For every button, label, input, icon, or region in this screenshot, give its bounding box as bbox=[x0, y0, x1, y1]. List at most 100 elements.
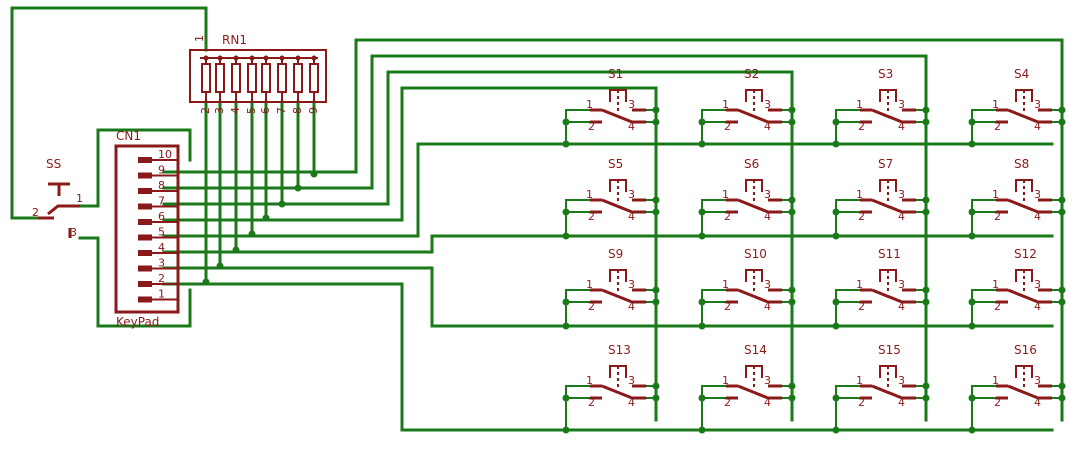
switch-pin-1-label: 1 bbox=[856, 98, 863, 111]
switch-name: S1 bbox=[608, 67, 623, 81]
junction-dot bbox=[832, 298, 840, 306]
switch-pin-4-label: 4 bbox=[764, 120, 771, 133]
switch-pin-4-label: 4 bbox=[1034, 210, 1041, 223]
junction-dot bbox=[310, 170, 318, 178]
switch-blade bbox=[871, 288, 903, 304]
junction-dot bbox=[922, 394, 930, 402]
ss-pin1-label: 1 bbox=[76, 192, 83, 205]
switch-row-stub bbox=[971, 199, 996, 236]
switch-pin-4-label: 4 bbox=[898, 120, 905, 133]
cn1-pin-pad bbox=[138, 172, 152, 179]
junction-dot bbox=[922, 118, 930, 126]
junction-dot bbox=[832, 232, 840, 240]
junction-dot bbox=[1058, 394, 1066, 402]
junctions bbox=[202, 106, 1066, 434]
rn1-pin-label: 8 bbox=[291, 107, 304, 114]
cn1-pin-pad bbox=[138, 234, 152, 241]
switch-pin-2-label: 2 bbox=[588, 120, 595, 133]
ss-pin2-label: 2 bbox=[32, 206, 39, 219]
wire-col-3 bbox=[162, 70, 794, 422]
rn1-pin-label: 2 bbox=[199, 107, 212, 114]
junction-dot bbox=[788, 208, 796, 216]
switch-blade bbox=[1007, 108, 1039, 124]
wire-col-2 bbox=[162, 54, 928, 422]
switch-pin-3-label: 3 bbox=[628, 278, 635, 291]
junction-dot bbox=[968, 298, 976, 306]
switch-row-stub bbox=[971, 109, 996, 144]
rn1-body bbox=[189, 49, 327, 103]
cn1-pin-pad bbox=[138, 203, 152, 210]
switch-pin-3-label: 3 bbox=[1034, 98, 1041, 111]
junction-dot bbox=[294, 184, 302, 192]
rn1-name: RN1 bbox=[222, 33, 247, 47]
rn1-resistor bbox=[309, 63, 319, 93]
rn1-bus-dot bbox=[311, 55, 317, 61]
junction-dot bbox=[922, 196, 930, 204]
rn1-resistor bbox=[261, 63, 271, 93]
cn1-pin-label: 8 bbox=[158, 179, 165, 192]
switch-blade bbox=[601, 288, 633, 304]
switch-pin-1-label: 1 bbox=[856, 374, 863, 387]
junction-dot bbox=[968, 140, 976, 148]
cn1-pin-pad bbox=[138, 265, 152, 272]
junction-dot bbox=[698, 140, 706, 148]
switch-pin-3-label: 3 bbox=[764, 374, 771, 387]
switch-name: S9 bbox=[608, 247, 623, 261]
junction-dot bbox=[652, 118, 660, 126]
switch-name: S15 bbox=[878, 343, 901, 357]
junction-dot bbox=[968, 426, 976, 434]
switch-blade bbox=[1007, 384, 1039, 400]
cn1-pin-label: 2 bbox=[158, 272, 165, 285]
junction-dot bbox=[562, 322, 570, 330]
switch-name: S12 bbox=[1014, 247, 1037, 261]
switch-pin-4-label: 4 bbox=[898, 210, 905, 223]
select-switch-ss: SS 1 2 3 bbox=[32, 157, 83, 239]
junction-dot bbox=[1058, 208, 1066, 216]
switch-name: S8 bbox=[1014, 157, 1029, 171]
switch-pin-4-label: 4 bbox=[898, 300, 905, 313]
junction-dot bbox=[968, 322, 976, 330]
cn1-pin-pad bbox=[138, 219, 152, 225]
switch-pin-2-label: 2 bbox=[588, 210, 595, 223]
switch-blade bbox=[601, 384, 633, 400]
switch-pin-1-label: 1 bbox=[992, 374, 999, 387]
switch-pin-3-label: 3 bbox=[898, 278, 905, 291]
junction-dot bbox=[922, 286, 930, 294]
switch-blade bbox=[737, 384, 769, 400]
switch-pin-1-label: 1 bbox=[586, 278, 593, 291]
switch-pin-3-label: 3 bbox=[898, 374, 905, 387]
wire-ss-to-rn1-common bbox=[10, 6, 208, 220]
switch-pin-2-label: 2 bbox=[858, 120, 865, 133]
switch-blade bbox=[1007, 198, 1039, 214]
switch-pin-2-label: 2 bbox=[994, 120, 1001, 133]
switch-pin-1-label: 1 bbox=[722, 188, 729, 201]
switch-pin-3-label: 3 bbox=[628, 188, 635, 201]
ss-pin3-label: 3 bbox=[70, 226, 77, 239]
switch-pin-1-label: 1 bbox=[992, 278, 999, 291]
junction-dot bbox=[278, 200, 286, 208]
wire-ss-pin3 bbox=[78, 236, 192, 328]
switch-pin-2-label: 2 bbox=[724, 210, 731, 223]
junction-dot bbox=[832, 140, 840, 148]
junction-dot bbox=[1058, 382, 1066, 390]
switch-pin-3-label: 3 bbox=[764, 278, 771, 291]
switch-pin-2-label: 2 bbox=[724, 300, 731, 313]
switch-pin-4-label: 4 bbox=[764, 396, 771, 409]
junction-dot bbox=[788, 106, 796, 114]
cn1-pin-label: 5 bbox=[158, 226, 165, 239]
rn1-bus-dot bbox=[203, 55, 209, 61]
switch-pin-2-label: 2 bbox=[994, 210, 1001, 223]
switch-blade bbox=[871, 108, 903, 124]
cn1-pin-label: 6 bbox=[158, 210, 165, 223]
switch-name: S10 bbox=[744, 247, 767, 261]
rn1-bus-dot bbox=[295, 55, 301, 61]
